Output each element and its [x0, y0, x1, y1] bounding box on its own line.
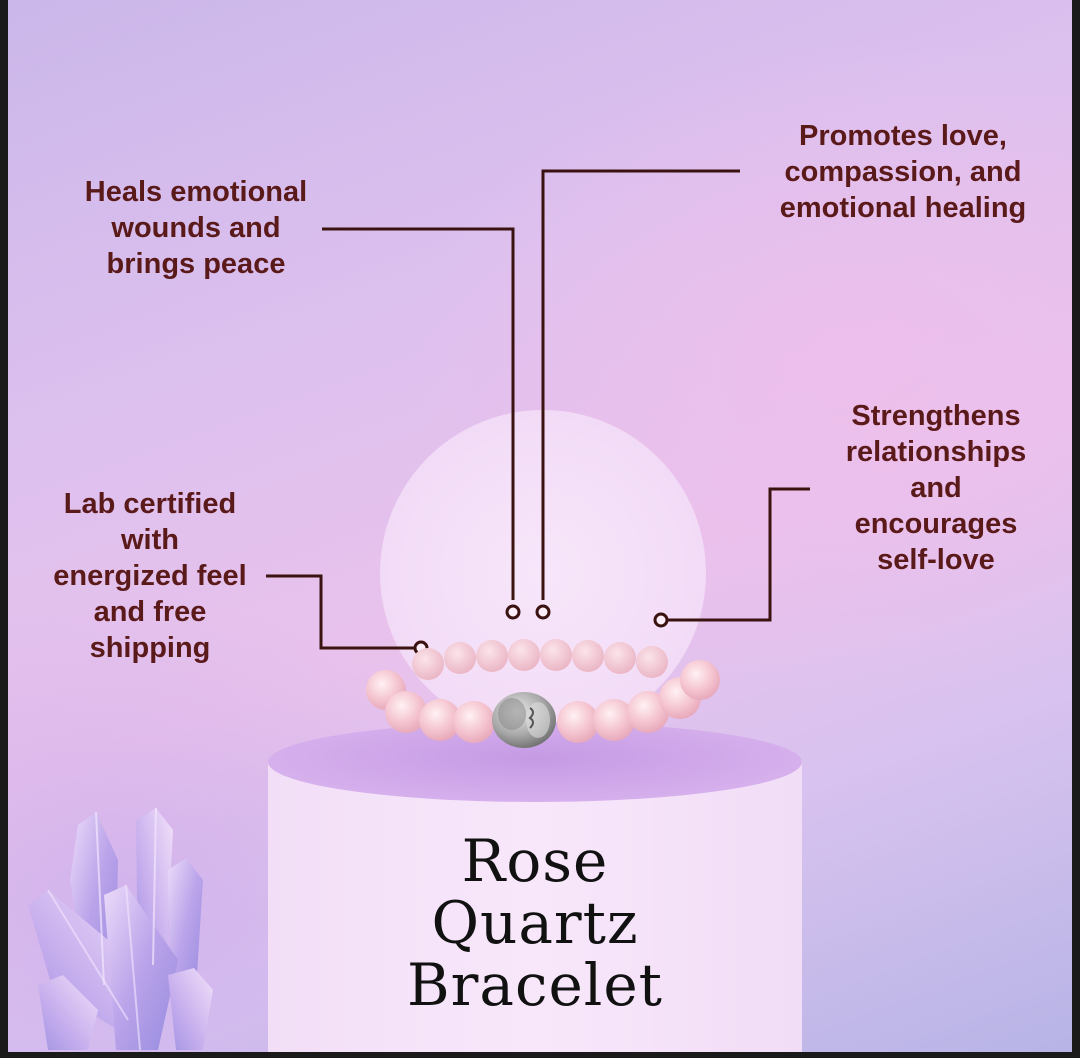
connector-end-dot [535, 604, 551, 620]
bracelet [366, 639, 720, 748]
poster-canvas: Promotes love, compassion, and emotional… [8, 0, 1072, 1052]
caption-lab-certified: Lab certified with energized feel and fr… [53, 488, 247, 664]
connector-lab-certified [266, 574, 416, 650]
connector-end-dot [653, 612, 669, 628]
bracelet-front-beads [366, 660, 720, 743]
connector-end-dot [505, 604, 521, 620]
bracelet-back-beads [412, 639, 668, 680]
connector-strengthens [668, 487, 810, 622]
caption-promotes-love: Promotes love, compassion, and emotional… [779, 120, 1027, 224]
product-title: Rose Quartz Bracelet [407, 827, 663, 1019]
pedestal [268, 762, 802, 1052]
connector-heals-wounds [322, 227, 515, 600]
buddha-charm-icon [492, 692, 556, 748]
caption-strengthens-relationships: Strengthens relationships and encourages… [845, 400, 1027, 576]
crystal-cluster-icon [28, 807, 213, 1051]
caption-heals-wounds: Heals emotional wounds and brings peace [84, 176, 308, 280]
connector-promotes-love [541, 169, 740, 600]
